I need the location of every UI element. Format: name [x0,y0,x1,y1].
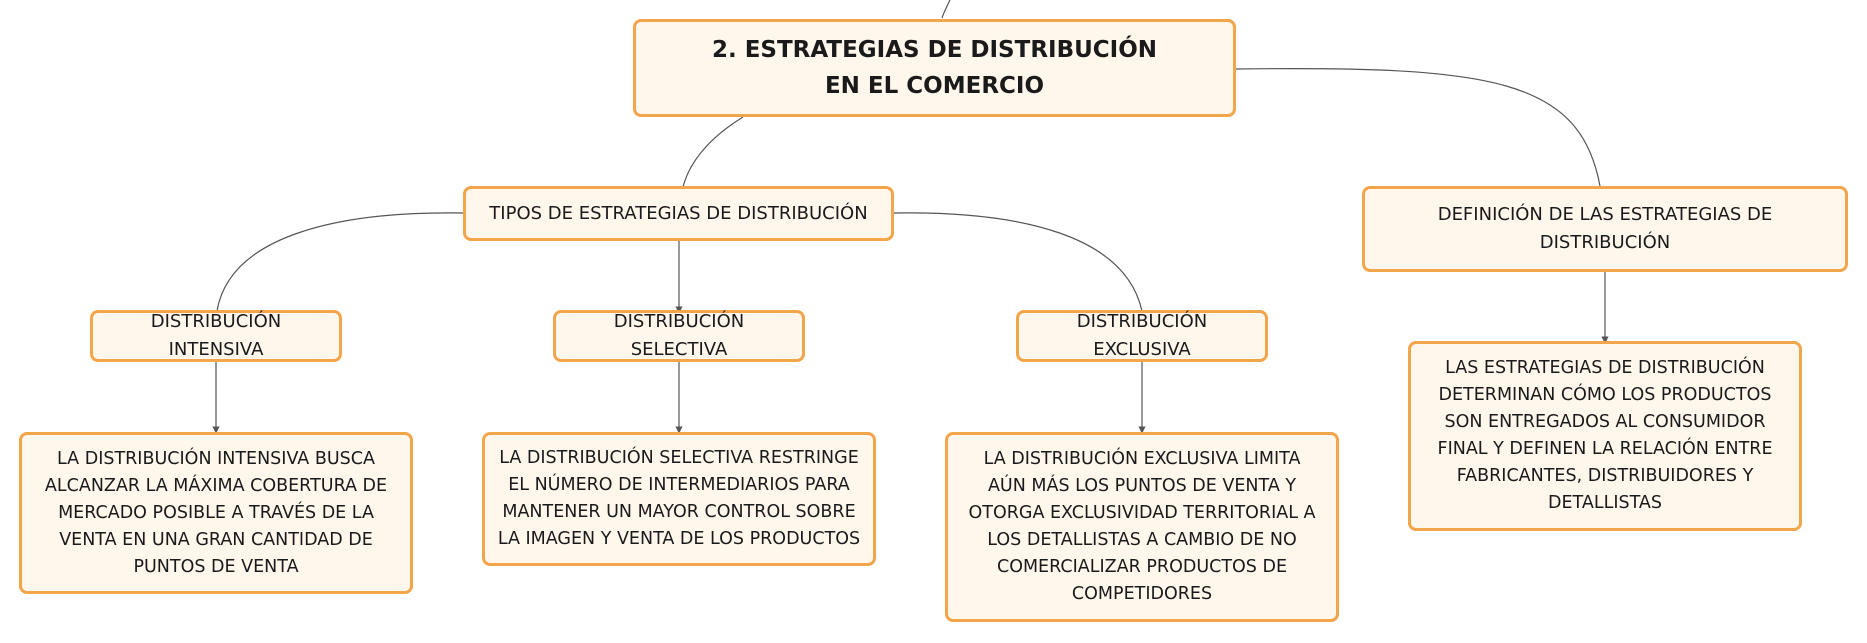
node-distribucion-intensiva[interactable]: DISTRIBUCIÓN INTENSIVA [90,310,342,362]
node-definicion-description[interactable]: LAS ESTRATEGIAS DE DISTRIBUCIÓN DETERMIN… [1408,341,1802,531]
node-exclusiva-text: DISTRIBUCIÓN EXCLUSIVA [1076,311,1208,360]
node-root-estrategias[interactable]: 2. ESTRATEGIAS DE DISTRIBUCIÓN EN EL COM… [633,19,1236,117]
node-definicion-text: DEFINICIÓN DE LAS ESTRATEGIAS DE DISTRIB… [1437,204,1773,253]
node-definicion[interactable]: DEFINICIÓN DE LAS ESTRATEGIAS DE DISTRIB… [1362,186,1848,272]
node-root-text: 2. ESTRATEGIAS DE DISTRIBUCIÓN EN EL COM… [711,37,1158,99]
selectiva-description-text: LA DISTRIBUCIÓN SELECTIVA RESTRINGE EL N… [497,448,861,549]
connector-root-incoming [941,0,951,19]
connector-tipos-exclusiva [893,212,1143,312]
node-distribucion-selectiva[interactable]: DISTRIBUCIÓN SELECTIVA [553,310,805,362]
node-tipos-text: TIPOS DE ESTRATEGIAS DE DISTRIBUCIÓN [489,202,868,224]
definicion-description-text: LAS ESTRATEGIAS DE DISTRIBUCIÓN DETERMIN… [1437,358,1773,513]
node-intensiva-text: DISTRIBUCIÓN INTENSIVA [150,311,282,360]
connector-root-tipos [682,116,744,188]
node-intensiva-description[interactable]: LA DISTRIBUCIÓN INTENSIVA BUSCA ALCANZAR… [19,432,413,594]
intensiva-description-text: LA DISTRIBUCIÓN INTENSIVA BUSCA ALCANZAR… [44,448,388,577]
exclusiva-description-text: LA DISTRIBUCIÓN EXCLUSIVA LIMITA AÚN MÁS… [968,449,1316,604]
node-tipos-estrategias[interactable]: TIPOS DE ESTRATEGIAS DE DISTRIBUCIÓN [463,186,894,241]
connector-root-definicion [1235,68,1601,187]
node-distribucion-exclusiva[interactable]: DISTRIBUCIÓN EXCLUSIVA [1016,310,1268,362]
connector-tipos-intensiva [216,212,464,312]
node-selectiva-description[interactable]: LA DISTRIBUCIÓN SELECTIVA RESTRINGE EL N… [482,432,876,566]
node-exclusiva-description[interactable]: LA DISTRIBUCIÓN EXCLUSIVA LIMITA AÚN MÁS… [945,432,1339,622]
node-selectiva-text: DISTRIBUCIÓN SELECTIVA [613,311,745,360]
